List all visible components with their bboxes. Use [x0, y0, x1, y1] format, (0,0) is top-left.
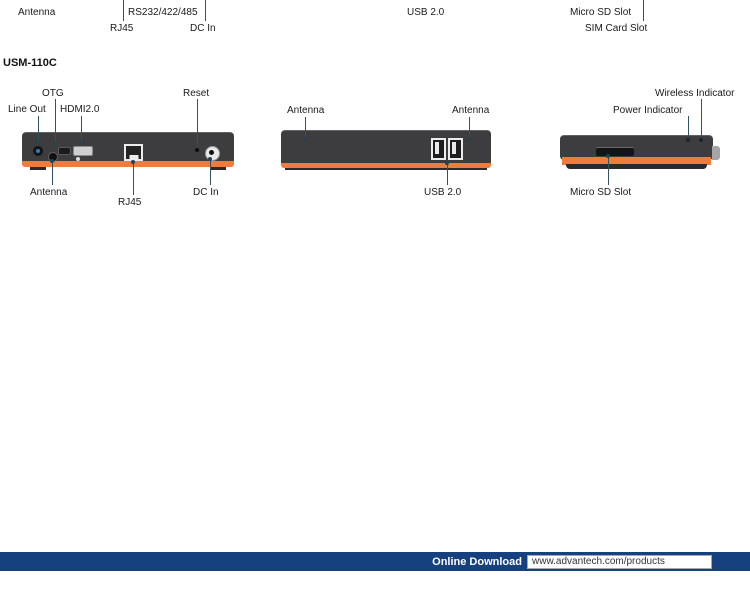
rear-label-hdmi: HDMI2.0: [60, 104, 100, 115]
leader-dot: [208, 157, 212, 161]
top-label-usb: USB 2.0: [407, 7, 445, 18]
leader-line: [55, 99, 56, 144]
leader-dot: [606, 154, 610, 158]
leader-line: [210, 160, 211, 185]
line-out-jack-center: [36, 149, 40, 153]
leader-line: [643, 0, 644, 21]
leader-line: [52, 162, 53, 185]
leader-dot: [445, 161, 449, 165]
leader-dot: [36, 141, 40, 145]
leader-dot: [50, 159, 54, 163]
footer-url-link[interactable]: www.advantech.com/products: [527, 555, 712, 569]
leader-dot: [467, 137, 471, 141]
front-label-usb: USB 2.0: [424, 187, 462, 198]
rj45-port: [124, 144, 143, 161]
device-front-accent: [281, 163, 491, 168]
top-label-antenna: Antenna: [18, 7, 56, 18]
leader-line: [197, 99, 198, 146]
power-indicator-led: [686, 138, 690, 142]
usb-port-1: [431, 138, 446, 160]
leader-line: [133, 163, 134, 195]
micro-sd-slot: [596, 147, 634, 156]
leader-line: [305, 117, 306, 137]
rear-label-otg: OTG: [42, 88, 64, 99]
side-connector-tab: [712, 146, 720, 160]
leader-line: [81, 116, 82, 143]
rear-label-reset: Reset: [183, 88, 210, 99]
top-view-label-microsd: Micro SD Slot: [570, 187, 632, 198]
device-top-lip: [566, 164, 707, 169]
device-front-base: [285, 168, 487, 170]
top-view-label-power: Power Indicator: [613, 105, 683, 116]
top-label-sim: SIM Card Slot: [585, 23, 648, 34]
top-label-dcin: DC In: [190, 23, 216, 34]
device-rear-foot: [210, 167, 226, 170]
leader-line: [447, 164, 448, 185]
leader-dot: [131, 160, 135, 164]
otg-port: [58, 147, 71, 155]
leader-dot: [303, 137, 307, 141]
device-rear-foot: [30, 167, 46, 170]
hdmi-port: [73, 146, 93, 156]
leader-dot: [79, 141, 83, 145]
front-label-antenna-right: Antenna: [452, 105, 490, 116]
reset-hole: [195, 148, 199, 152]
leader-line: [701, 99, 702, 136]
wireless-indicator-led: [699, 138, 703, 142]
dc-in-jack-center: [209, 150, 214, 155]
section-title: USM-110C: [3, 57, 57, 69]
footer-download-label: Online Download: [432, 556, 522, 568]
top-label-rj45: RJ45: [110, 23, 134, 34]
device-top-accent: [562, 157, 711, 165]
leader-line: [205, 0, 206, 21]
leader-line: [38, 116, 39, 143]
top-label-serial: RS232/422/485: [128, 7, 198, 18]
device-rear-accent: [22, 161, 234, 167]
leader-line: [608, 157, 609, 185]
rear-label-lineout: Line Out: [8, 104, 46, 115]
rear-label-antenna: Antenna: [30, 187, 68, 198]
rear-label-rj45: RJ45: [118, 197, 142, 208]
screw-dot: [76, 157, 80, 161]
usb-port-2: [448, 138, 463, 160]
leader-line: [469, 117, 470, 137]
leader-line: [123, 0, 124, 21]
rear-label-dcin: DC In: [193, 187, 219, 198]
front-label-antenna-left: Antenna: [287, 105, 325, 116]
leader-line: [688, 116, 689, 136]
top-view-label-wireless: Wireless Indicator: [655, 88, 735, 99]
top-label-microsd: Micro SD Slot: [570, 7, 632, 18]
leader-dot: [53, 142, 57, 146]
